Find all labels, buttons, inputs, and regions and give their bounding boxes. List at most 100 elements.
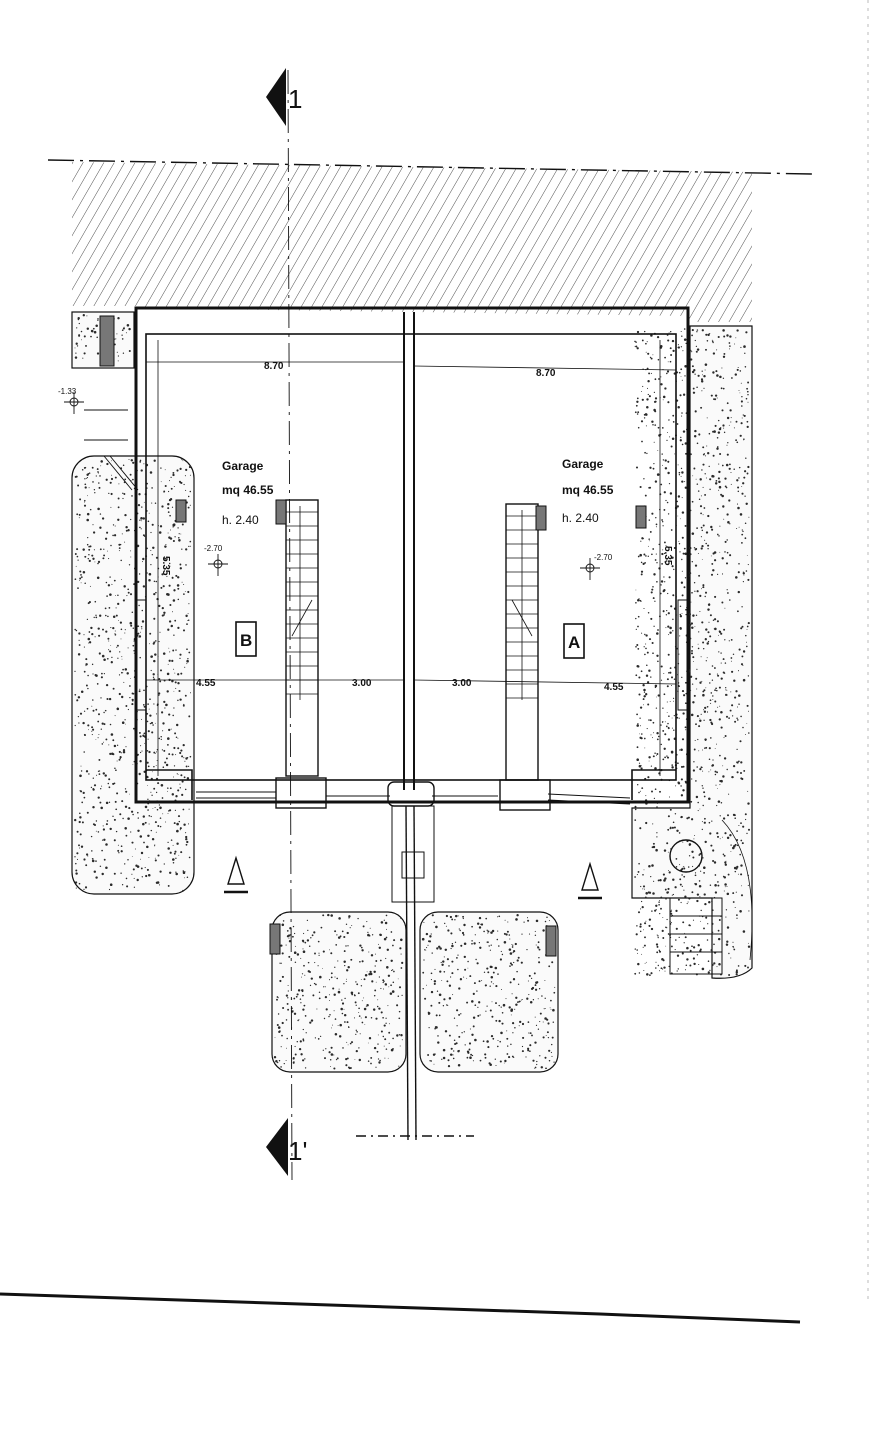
gravel-speck — [177, 774, 179, 775]
gravel-speck — [673, 700, 675, 702]
stair-unit-b — [285, 499, 319, 777]
gravel-speck — [684, 936, 687, 939]
gravel-speck — [349, 1067, 352, 1069]
gravel-speck — [330, 1046, 333, 1049]
gravel-speck — [681, 738, 685, 741]
gravel-speck — [655, 943, 659, 946]
gravel-speck — [75, 862, 77, 865]
gravel-speck — [661, 929, 664, 933]
gravel-speck — [484, 1053, 487, 1056]
gravel-speck — [121, 800, 124, 803]
gravel-speck — [293, 951, 297, 954]
gravel-speck — [421, 937, 425, 941]
gravel-speck — [708, 900, 711, 904]
gravel-speck — [662, 549, 664, 551]
gravel-speck — [350, 991, 354, 995]
gravel-speck — [430, 1060, 432, 1062]
gravel-speck — [707, 603, 711, 606]
gravel-speck — [364, 1024, 366, 1025]
gravel-speck — [296, 993, 299, 996]
gravel-speck — [118, 674, 121, 676]
gravel-speck — [173, 589, 176, 592]
gravel-speck — [700, 378, 704, 381]
gravel-speck — [457, 915, 459, 917]
gravel-speck — [160, 467, 162, 469]
gravel-speck — [742, 726, 744, 729]
gravel-speck — [123, 326, 125, 328]
gravel-speck — [337, 960, 339, 962]
gravel-speck — [735, 420, 738, 423]
gravel-speck — [370, 1056, 373, 1059]
gravel-speck — [702, 374, 703, 376]
gravel-speck — [704, 638, 707, 641]
gravel-speck — [489, 949, 491, 951]
gravel-speck — [521, 933, 523, 935]
gravel-speck — [714, 891, 718, 894]
gravel-speck — [508, 1006, 511, 1009]
gravel-speck — [706, 417, 708, 419]
gravel-speck — [353, 994, 356, 996]
gravel-speck — [132, 461, 135, 464]
gravel-speck — [729, 599, 731, 601]
gravel-speck — [390, 984, 392, 987]
gravel-speck — [107, 637, 110, 640]
gravel-speck — [666, 501, 669, 504]
gravel-speck — [693, 582, 696, 584]
gravel-speck — [184, 788, 187, 791]
gravel-speck — [74, 693, 77, 696]
gravel-speck — [83, 646, 85, 648]
gravel-speck — [184, 666, 186, 668]
gravel-speck — [75, 565, 77, 567]
gravel-speck — [106, 550, 108, 552]
gravel-speck — [719, 705, 721, 707]
gravel-speck — [701, 621, 704, 624]
gravel-speck — [498, 945, 500, 947]
gravel-speck — [638, 972, 641, 974]
gravel-speck — [189, 490, 192, 493]
gravel-speck — [121, 338, 124, 340]
gravel-speck — [640, 573, 643, 576]
gravel-speck — [678, 936, 680, 939]
gravel-speck — [151, 771, 153, 773]
gravel-speck — [152, 676, 155, 678]
gravel-speck — [367, 1042, 369, 1044]
gravel-speck — [718, 463, 720, 465]
gravel-speck — [99, 801, 102, 804]
gravel-speck — [155, 831, 157, 833]
gravel-speck — [685, 608, 687, 611]
gravel-speck — [172, 844, 174, 846]
gravel-speck — [722, 505, 725, 508]
gravel-speck — [739, 434, 742, 437]
gravel-speck — [117, 497, 120, 500]
gravel-speck — [679, 439, 682, 442]
gravel-speck — [85, 864, 88, 867]
gravel-speck — [374, 989, 377, 992]
gravel-speck — [683, 586, 686, 589]
gravel-speck — [83, 796, 86, 799]
gravel-speck — [638, 693, 641, 696]
gravel-speck — [701, 558, 703, 560]
gravel-speck — [425, 949, 427, 951]
gravel-speck — [535, 919, 539, 923]
gravel-speck — [740, 382, 742, 384]
gravel-speck — [88, 631, 91, 633]
gravel-speck — [295, 995, 298, 998]
gravel-speck — [709, 635, 712, 638]
gravel-speck — [88, 559, 91, 563]
entry-arrow-b — [224, 855, 248, 894]
gravel-speck — [667, 592, 669, 595]
gravel-speck — [748, 710, 749, 712]
gravel-speck — [81, 339, 82, 341]
gravel-speck — [703, 927, 705, 930]
gravel-speck — [706, 340, 709, 342]
gravel-speck — [650, 334, 653, 337]
gravel-speck — [672, 618, 674, 621]
gravel-speck — [172, 862, 175, 864]
gravel-speck — [322, 967, 324, 969]
gravel-speck — [437, 1035, 439, 1037]
gravel-speck — [91, 857, 94, 860]
gravel-speck — [698, 854, 701, 856]
gravel-speck — [460, 944, 463, 947]
gravel-speck — [740, 864, 743, 867]
gravel-speck — [740, 422, 743, 425]
